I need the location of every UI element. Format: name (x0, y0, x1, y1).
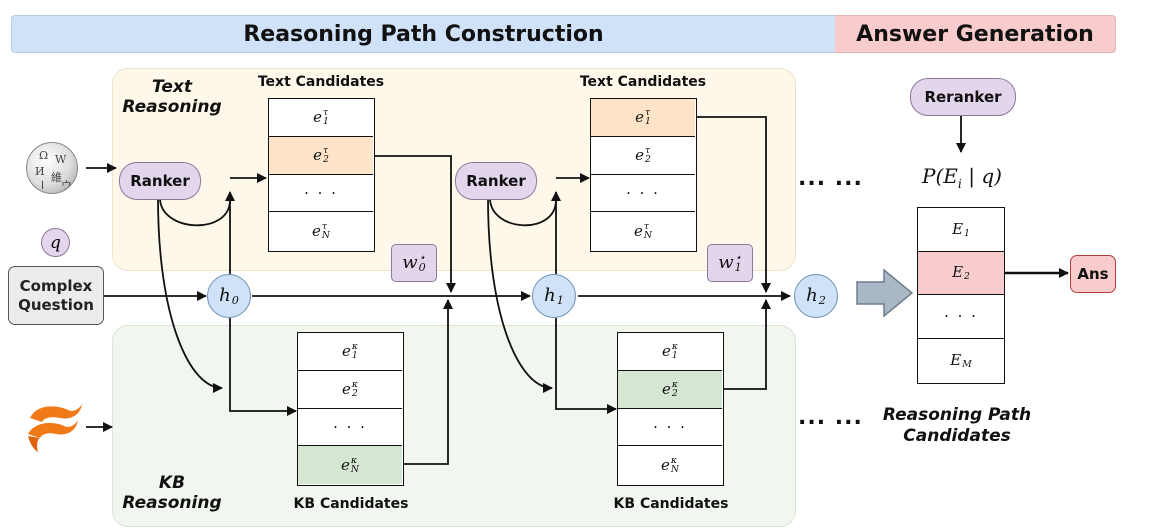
reasoning-path-candidates-list-item-4: E M (950, 350, 972, 370)
kb-candidates-title-2: KB Candidates (613, 496, 729, 512)
complex-question-line1: Complex (19, 276, 93, 295)
text-cand-e1-to-axis-arrow (697, 116, 771, 293)
weight-w0: w⋆0 (391, 244, 437, 282)
reasoning-path-candidates-label: Reasoning Path Candidates (862, 405, 1052, 447)
freebase-logo-icon (28, 404, 82, 452)
kb-candidates-list-1-item-3: · · · (298, 409, 402, 447)
path-probability: P(Ei | q) (922, 164, 1002, 191)
reasoning-path-candidates-list-item-3: · · · (918, 295, 1004, 339)
path-candidates-label-line2: Candidates (903, 426, 1011, 446)
ranker-step2: Ranker (455, 162, 537, 200)
text-cand-e2-to-axis-arrow (375, 155, 456, 293)
query-symbol: q (41, 228, 70, 257)
weight-w1: w⋆1 (707, 244, 753, 282)
ranker2-to-kb-curve (487, 197, 553, 393)
kb-reasoning-label: KB Reasoning (118, 473, 226, 513)
text-reasoning-label-line2: Reasoning (122, 97, 222, 117)
hidden-state-h2: h 2 (794, 274, 838, 318)
text-candidates-title-2: Text Candidates (579, 74, 707, 90)
text-reasoning-label-line1: Text (151, 77, 193, 97)
text-continuation-ellipsis: ... ... (798, 166, 863, 191)
kb-cand-eN-to-axis-arrow (404, 299, 453, 465)
reasoning-path-construction-header: Reasoning Path Construction (11, 15, 835, 53)
kb-cand-e2-to-axis-arrow (722, 299, 771, 390)
ranker1-to-kb-curve (157, 197, 223, 393)
kb-reasoning-label-line2: Reasoning (122, 493, 222, 513)
h0-to-kb-cands-arrow (229, 318, 297, 416)
text-candidates-title-1: Text Candidates (257, 74, 385, 90)
hidden-state-h1: h 1 (532, 274, 576, 318)
answer-box: Ans (1070, 255, 1116, 293)
wikipedia-globe-icon: Ω W И 維 ا ウ (26, 142, 78, 194)
complex-question-line2: Question (18, 295, 94, 314)
ranker-step1: Ranker (119, 162, 201, 200)
reranker: Reranker (910, 78, 1016, 116)
reasoning-path-candidates-list-item-2: E 2 (918, 251, 1004, 295)
text-candidates-list-2-item-3: · · · (591, 175, 695, 213)
hidden-state-h0: h 0 (207, 274, 251, 318)
answer-generation-header: Answer Generation (835, 15, 1116, 53)
kb-continuation-ellipsis: ... ... (798, 405, 863, 430)
reasoning-path-candidates-list-item-1: E 1 (918, 208, 1004, 252)
to-answer-generation-block-arrow (856, 268, 914, 318)
ranker2-curve (489, 197, 557, 227)
kb-candidates-list-2-item-3: · · · (618, 409, 722, 447)
path-candidates-label-line1: Reasoning Path (882, 405, 1032, 425)
h1-to-kb-cands-arrow (555, 318, 617, 414)
ranker1-curve (159, 197, 231, 227)
text-candidates-list-1-item-3: · · · (269, 175, 373, 213)
text-reasoning-label: Text Reasoning (120, 77, 224, 117)
complex-question-box: Complex Question (8, 266, 104, 325)
kb-reasoning-label-line1: KB (158, 473, 186, 493)
kb-candidates-title-1: KB Candidates (293, 496, 409, 512)
